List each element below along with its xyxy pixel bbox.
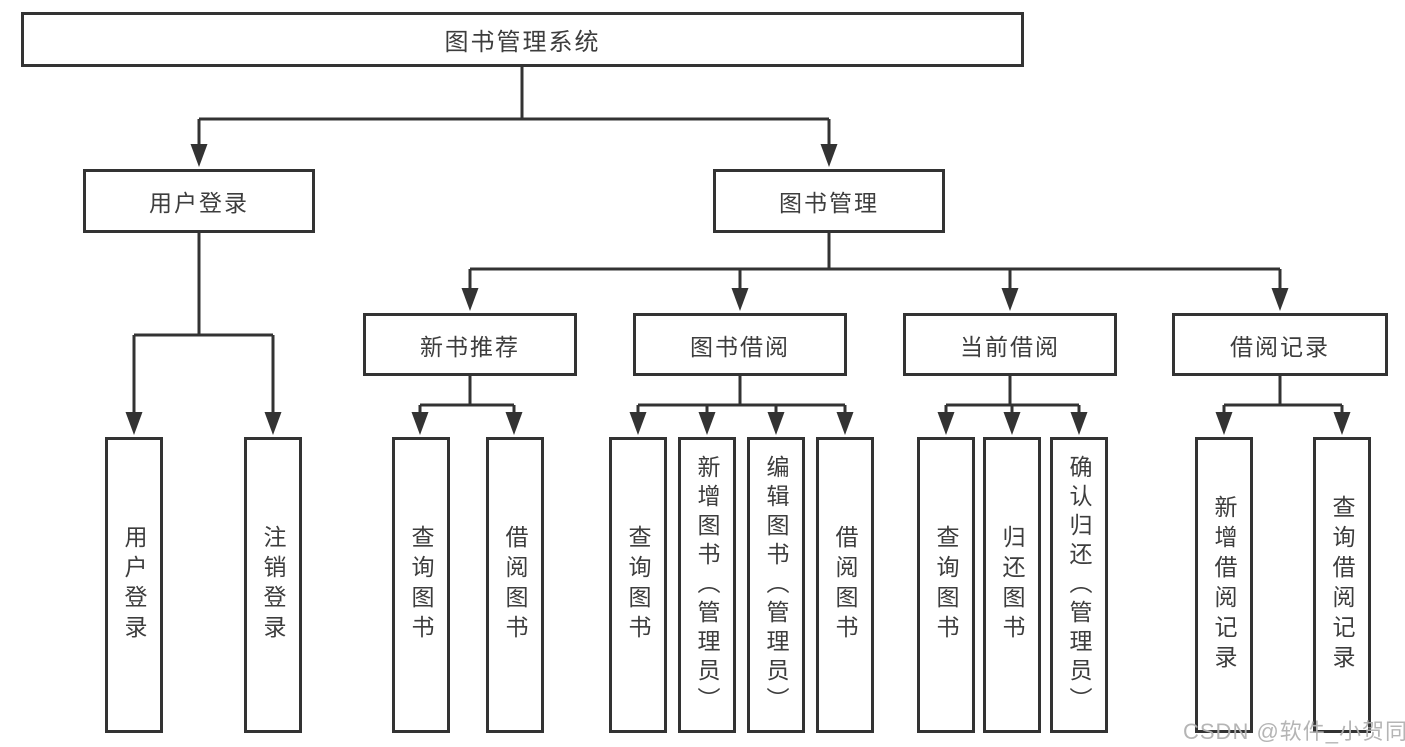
leaf-add-books-admin: 新增图书（管理员） (678, 437, 736, 733)
leaf-borrow-books: 借阅图书 (486, 437, 544, 733)
csdn-watermark: CSDN @软件_小贺同学 (1183, 719, 1405, 744)
leaf-query-books: 查询图书 (917, 437, 975, 733)
arrow-down-icon (698, 412, 716, 435)
arrow-down-icon (1003, 412, 1021, 435)
node-user-login: 用户登录 (83, 169, 315, 233)
arrow-down-icon (1215, 412, 1233, 435)
arrow-down-icon (1001, 288, 1019, 311)
leaf-query-borrow-record: 查询借阅记录 (1313, 437, 1371, 733)
arrow-down-icon (190, 144, 208, 167)
arrow-down-icon (1070, 412, 1088, 435)
arrow-down-icon (836, 412, 854, 435)
arrow-down-icon (411, 412, 429, 435)
node-library-management-system: 图书管理系统 (21, 12, 1024, 67)
arrow-down-icon (629, 412, 647, 435)
arrow-down-icon (731, 288, 749, 311)
arrow-down-icon (125, 412, 143, 435)
node-current-borrowing: 当前借阅 (903, 313, 1117, 376)
arrow-down-icon (1271, 288, 1289, 311)
arrow-down-icon (820, 144, 838, 167)
leaf-query-books: 查询图书 (392, 437, 450, 733)
arrow-down-icon (1333, 412, 1351, 435)
arrow-down-icon (461, 288, 479, 311)
node-new-book-recommendation: 新书推荐 (363, 313, 577, 376)
arrow-down-icon (937, 412, 955, 435)
node-book-management: 图书管理 (713, 169, 945, 233)
leaf-return-books: 归还图书 (983, 437, 1041, 733)
arrow-down-icon (264, 412, 282, 435)
leaf-user-login: 用户登录 (105, 437, 163, 733)
leaf-edit-books-admin: 编辑图书（管理员） (747, 437, 805, 733)
leaf-confirm-return-admin: 确认归还（管理员） (1050, 437, 1108, 733)
leaf-borrow-books: 借阅图书 (816, 437, 874, 733)
arrow-down-icon (767, 412, 785, 435)
node-borrowing-records: 借阅记录 (1172, 313, 1388, 376)
node-book-borrowing: 图书借阅 (633, 313, 847, 376)
leaf-logout: 注销登录 (244, 437, 302, 733)
leaf-query-books: 查询图书 (609, 437, 667, 733)
arrow-down-icon (505, 412, 523, 435)
leaf-add-borrow-record: 新增借阅记录 (1195, 437, 1253, 733)
